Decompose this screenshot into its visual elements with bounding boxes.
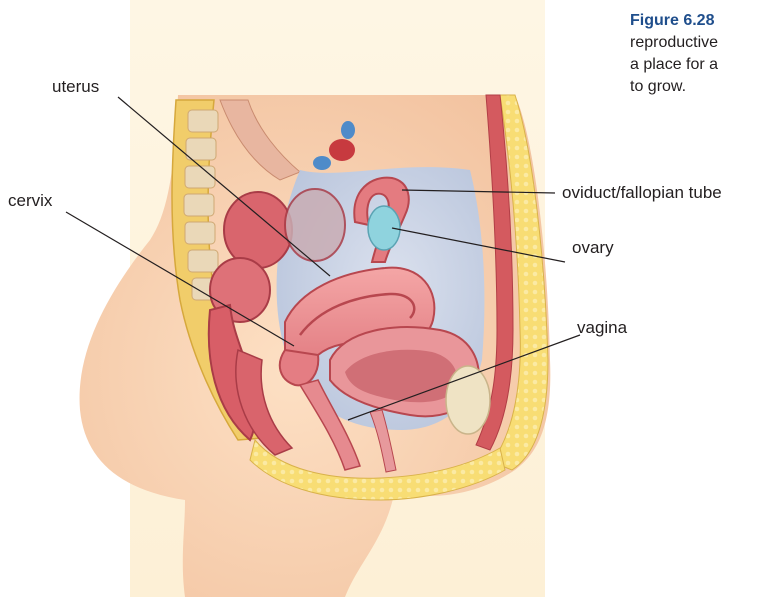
label-ovary: ovary: [572, 239, 614, 256]
caption-line: reproductive: [630, 32, 763, 54]
label-vagina: vagina: [577, 319, 627, 336]
label-oviduct: oviduct/fallopian tube: [562, 184, 722, 201]
artery: [329, 139, 355, 161]
figure-number: Figure 6.28: [630, 10, 763, 32]
caption-line: a place for a: [630, 54, 763, 76]
label-cervix: cervix: [8, 192, 52, 209]
vein: [341, 121, 355, 139]
label-uterus: uterus: [52, 78, 99, 95]
figure-caption: Figure 6.28 reproductive a place for a t…: [630, 10, 763, 98]
ovary-shape: [368, 206, 400, 250]
vein: [313, 156, 331, 170]
caption-line: to grow.: [630, 76, 763, 98]
